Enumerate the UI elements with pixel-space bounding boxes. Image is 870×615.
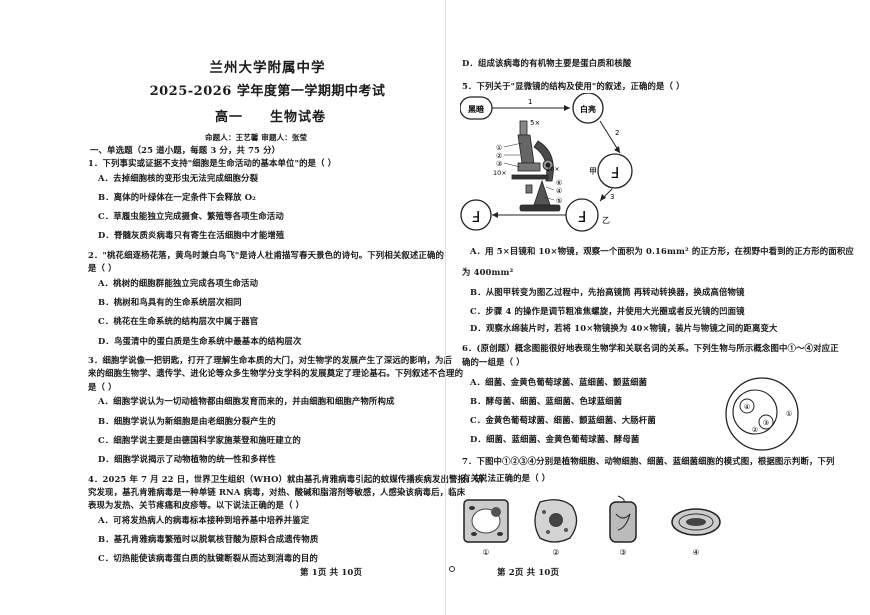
q6-stem-line2: 确的一组是（ ） — [462, 357, 525, 367]
q2-stem-line1: 2．"桃花细逐杨花落，黄鸟时兼白鸟飞"是诗人杜甫描写春天景色的诗句。下列相关叙述… — [88, 250, 445, 260]
school-name: 兰州大学附属中学 — [209, 60, 326, 76]
dark-label: 黑暗 — [468, 104, 484, 114]
q4-option-b[interactable]: B．基孔肯雅病毒繁殖时以脱氧核苷酸为原料合成遗传物质 — [98, 533, 319, 544]
q1-option-c[interactable]: C．草履虫能独立完成摄食、繁殖等各项生命活动 — [98, 211, 284, 222]
page-number-right: 第 2页 共 10页 — [497, 568, 560, 578]
q2-stem-line2: 是（ ） — [88, 263, 117, 274]
yi-label: 乙 — [602, 216, 610, 225]
q5-stem: 5．下列关于"显微镜的结构及使用"的叙述，正确的是（ ） — [462, 81, 685, 91]
q3-option-a[interactable]: A．细胞学说认为一切动植物都由细胞发育而来的，并由细胞和细胞产物所构成 — [98, 396, 395, 407]
svg-text:②: ② — [552, 548, 559, 557]
jia-label: 甲 — [589, 167, 597, 176]
right-page: D．组成该病毒的有机物主要是蛋白质和核酸 5．下列关于"显微镜的结构及使用"的叙… — [435, 0, 870, 615]
q7-stem-line2: 有关说法正确的是（ ） — [462, 473, 551, 483]
page-divider — [445, 0, 446, 615]
bright-label: 白亮 — [580, 104, 596, 114]
q5-option-line-4[interactable]: C．步骤 4 的操作是调节粗准焦螺旋，并使用大光圈或者反光镜的凹面镜 — [470, 306, 745, 316]
svg-text:④: ④ — [692, 548, 699, 557]
q6-stem-line1: 6．(原创题）概念图能很好地表现生物学和关联名词的关系。下列生物与所示概念图中①… — [462, 343, 839, 353]
plant-cell: ① — [463, 499, 509, 557]
bacterium-cell: ③ — [609, 495, 637, 557]
q4-option-d: D．组成该病毒的有机物主要是蛋白质和核酸 — [462, 58, 632, 68]
subject-title: 生物试卷 — [270, 110, 327, 125]
scan-mark — [449, 566, 455, 572]
q5-option-line-1[interactable]: A．用 5×目镜和 10×物镜，观察一个面积为 0.16mm² 的正方形，在视野… — [470, 246, 854, 256]
exam-title: 2025-2026 学年度第一学期期中考试 — [149, 84, 386, 99]
cell-diagrams: ① ② ③ ④ — [463, 495, 721, 557]
q7-stem-line1: 7．下图中①②③④分别是植物细胞、动物细胞、细菌、蓝细菌细胞的模式图，根据图示判… — [462, 456, 835, 466]
q6-option-b[interactable]: B．酵母菌、细菌、蓝细菌、色球蓝细菌 — [470, 396, 623, 406]
q4-stem-line1: 4．2025 年 7 月 22 日，世界卫生组织（WHO）就由基孔肯雅病毒引起的… — [88, 473, 484, 484]
q5-option-line-3[interactable]: B．从图甲转变为图乙过程中，先抬高镜筒 再转动转换器，换成高倍物镜 — [470, 287, 745, 297]
svg-text:④: ④ — [556, 187, 562, 195]
svg-text:③: ③ — [496, 160, 502, 168]
q5-option-line-5[interactable]: D．观察水绵装片时，若将 10×物镜换为 40×物镜，装片与物镜之间的距离变大 — [470, 323, 778, 333]
q3-stem-line3: 是（ ） — [88, 381, 117, 392]
cyanobacterium-cell: ④ — [671, 508, 721, 557]
letter-f-jia: F — [611, 163, 620, 181]
grade-label: 高一 — [215, 110, 244, 125]
q3-option-c[interactable]: C．细胞学说主要是由德国科学家施莱登和施旺建立的 — [98, 434, 301, 445]
q2-option-b[interactable]: B．桃树和鸟具有的生命系统层次相同 — [98, 297, 242, 308]
q1-option-d[interactable]: D．脊髓灰质炎病毒只有寄生在活细胞中才能增殖 — [98, 230, 285, 241]
q2-option-d[interactable]: D．鸟蛋清中的蛋白质是生命系统中最基本的结构层次 — [98, 335, 302, 346]
letter-f-yi: F — [578, 207, 587, 225]
q1-stem-line1: 1．下列事实或证据不支持"细胞是生命活动的基本单位"的是（ ） — [88, 158, 337, 168]
q4-stem-line3: 表现为发热、关节疼痛和皮疹等。以下说法正确的是（ ） — [88, 500, 305, 510]
svg-text:⑥: ⑥ — [556, 179, 562, 187]
svg-text:②: ② — [496, 152, 502, 160]
svg-text:③: ③ — [619, 548, 626, 557]
q1-option-b[interactable]: B．离体的叶绿体在一定条件下会释放 O₂ — [98, 191, 256, 202]
microscope-diagram: 黑暗 1 白亮 2 F 甲 3 F 乙 4 F — [460, 93, 633, 232]
concept-diagram: ④ ③ ② ① — [725, 377, 799, 451]
svg-text:④: ④ — [744, 403, 750, 411]
svg-text:③: ③ — [763, 419, 769, 427]
animal-cell: ② — [534, 499, 578, 557]
left-page: 兰州大学附属中学 2025-2026 学年度第一学期期中考试 高一 生物试卷 命… — [88, 61, 483, 578]
q3-option-d[interactable]: D．细胞学说揭示了动物植物的统一性和多样性 — [98, 453, 276, 464]
q3-stem-line2: 来的细胞生物学、遗传学、进化论等众多生物学分支学科的发展奠定了理论基石。下列叙述… — [88, 368, 464, 379]
q6-option-d[interactable]: D．细菌、蓝细菌、金黄色葡萄球菌、酵母菌 — [470, 434, 640, 444]
authors-line: 命题人：王艺馨 审题人：张莹 — [205, 133, 308, 142]
svg-text:3: 3 — [610, 193, 614, 201]
q4-option-a[interactable]: A．可将发热病人的病毒标本接种到培养基中培养并鉴定 — [98, 514, 310, 525]
svg-text:1: 1 — [528, 98, 532, 106]
svg-text:②: ② — [752, 426, 758, 434]
svg-text:①: ① — [496, 144, 502, 152]
q6-option-a[interactable]: A．细菌、金黄色葡萄球菌、蓝细菌、颤蓝细菌 — [470, 377, 648, 387]
q2-option-c[interactable]: C．桃花在生命系统的结构层次中属于器官 — [98, 316, 259, 327]
q1-option-a[interactable]: A．去掉细胞核的变形虫无法完成细胞分裂 — [98, 172, 259, 183]
svg-text:20×: 20× — [546, 165, 560, 173]
svg-text:5×: 5× — [530, 119, 540, 127]
svg-text:①: ① — [482, 548, 489, 557]
svg-text:2: 2 — [615, 129, 619, 137]
q5-option-line-2: 为 400mm² — [462, 267, 514, 277]
q6-option-c[interactable]: C．金黄色葡萄球菌、细菌、颤蓝细菌、大肠杆菌 — [470, 415, 656, 425]
svg-text:⑤: ⑤ — [556, 197, 562, 205]
q3-stem-line1: 3．细胞学说像一把钥匙，打开了理解生命本质的大门，对生物学的发展产生了深远的影响… — [88, 355, 453, 366]
q2-option-a[interactable]: A．桃树的细胞群能独立完成各项生命活动 — [98, 277, 259, 288]
q4-option-c[interactable]: C．切热能使该病毒蛋白质的肽键断裂从而达到消毒的目的 — [98, 553, 318, 564]
section-title: 一、单选题（25 道小题，每题 3 分，共 75 分） — [90, 145, 281, 155]
q4-stem-line2: 究发现，基孔肯雅病毒是一种单链 RNA 病毒，对热、酸碱和脂溶剂等敏感，人感染该… — [88, 486, 466, 497]
svg-text:①: ① — [786, 410, 792, 418]
letter-f-end: F — [472, 207, 481, 225]
q3-option-b[interactable]: B．细胞学说认为新细胞是由老细胞分裂产生的 — [98, 415, 276, 426]
page-number-left: 第 1页 共 10页 — [300, 568, 363, 578]
svg-text:10×: 10× — [493, 169, 507, 177]
